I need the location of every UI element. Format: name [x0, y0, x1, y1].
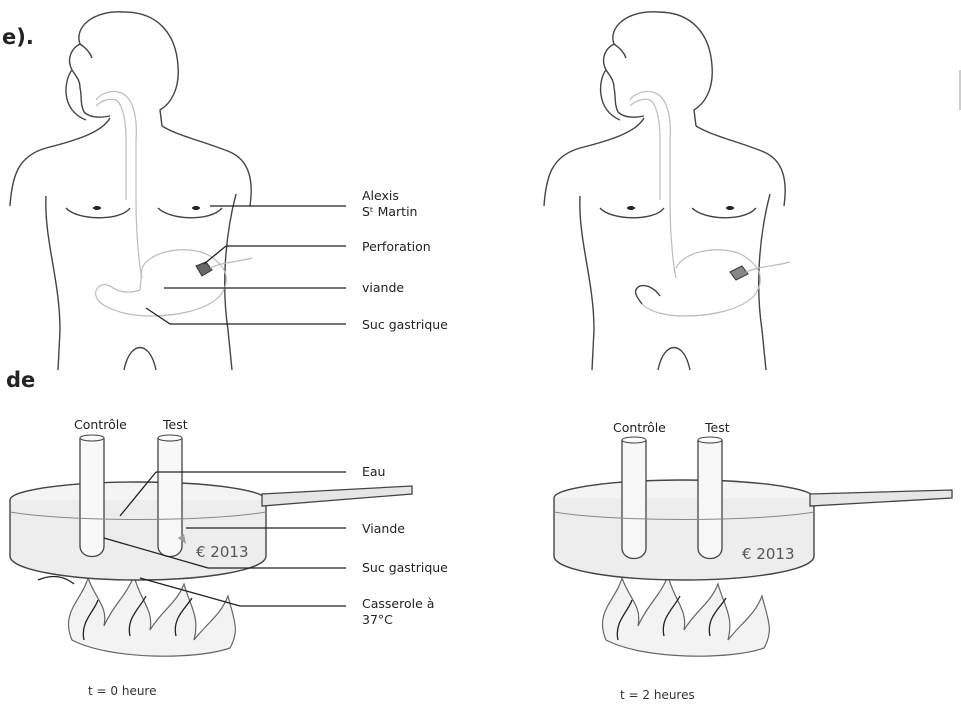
label-test-right: Test — [704, 420, 730, 435]
label-controle-right: Contrôle — [613, 420, 666, 435]
label-temperature: 37°C — [362, 612, 393, 627]
label-viande-bottom: Viande — [362, 521, 405, 536]
body-figure-right — [544, 12, 790, 370]
label-suc-top: Suc gastrique — [362, 317, 448, 332]
fragment-top-left: e). — [2, 25, 34, 49]
label-test-left: Test — [162, 417, 188, 432]
top-callouts — [146, 206, 346, 324]
label-st-martin: Sᵗ Martin — [362, 204, 417, 219]
copyright-stamp-left: € 2013 — [196, 543, 249, 561]
label-controle-left: Contrôle — [74, 417, 127, 432]
body-figure-left — [10, 12, 252, 370]
label-alexis: Alexis — [362, 188, 399, 203]
copyright-stamp-right: € 2013 — [742, 545, 795, 563]
label-suc-bottom: Suc gastrique — [362, 560, 448, 575]
label-perforation: Perforation — [362, 239, 431, 254]
time-caption-left: t = 0 heure — [88, 684, 156, 698]
time-caption-right: t = 2 heures — [620, 688, 695, 702]
label-eau: Eau — [362, 464, 385, 479]
fragment-mid-left: de — [6, 368, 35, 392]
label-viande-top: viande — [362, 280, 404, 295]
label-casserole: Casserole à — [362, 596, 434, 611]
